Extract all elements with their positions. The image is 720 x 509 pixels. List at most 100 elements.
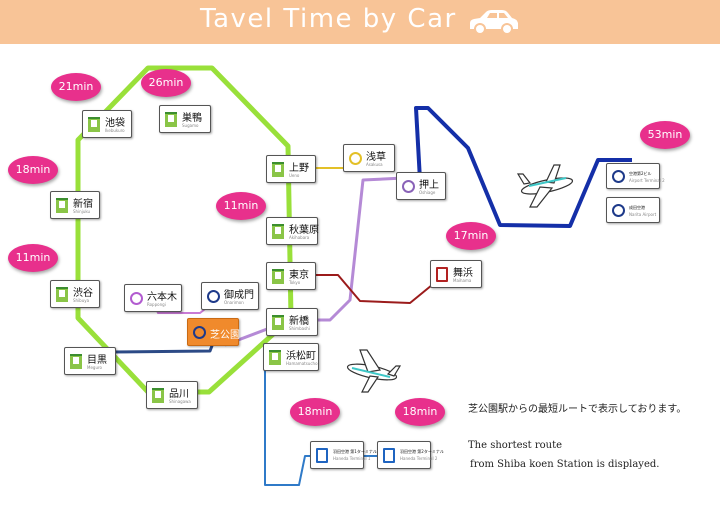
station-romaji: Akihabara (289, 235, 310, 240)
station-romaji: Narita Airport (629, 212, 657, 217)
station-name: 押上 (419, 180, 439, 191)
station-romaji: Oshiage (419, 190, 436, 195)
station-romaji: Meguro (87, 365, 102, 370)
station-icon (612, 204, 625, 217)
jr-station-icon (152, 388, 164, 403)
station-shinjuku[interactable]: 新宿 Shinjuku (50, 191, 100, 219)
station-roppongi[interactable]: 六本木 Roppongi (124, 284, 182, 312)
subway-station-icon (349, 152, 362, 165)
jr-station-icon (56, 287, 68, 302)
station-maihama[interactable]: 舞浜 Maihama (430, 260, 482, 288)
time-label: 21min (58, 80, 94, 93)
jr-station-icon (272, 224, 284, 239)
time-badge-maihama: 17min (446, 222, 496, 250)
station-romaji: Roppongi (147, 302, 166, 307)
station-romaji: Sugamo (182, 123, 199, 128)
station-romaji: Hamamatsucho (286, 361, 318, 366)
station-name: 成田空港 (629, 205, 645, 210)
time-badge-shinjuku: 18min (8, 156, 58, 184)
station-oshiage[interactable]: 押上 Oshiage (396, 172, 446, 200)
station-name: 秋葉原 (289, 225, 319, 236)
station-ikebukuro[interactable]: 池袋 Ikebukuro (82, 110, 132, 138)
jr-station-icon (272, 315, 284, 330)
station-meguro[interactable]: 目黒 Meguro (64, 347, 116, 375)
keiyo-line (295, 274, 444, 304)
station-romaji: Haneda Terminal 2 (400, 456, 438, 461)
station-name: 上野 (289, 163, 309, 174)
station-romaji: Ueno (289, 173, 300, 178)
jr-station-icon (70, 354, 82, 369)
station-onarimon[interactable]: 御成門 Onarimon (201, 282, 259, 310)
station-haneda-terminal1[interactable]: 羽田空港 第1ターミナル Haneda Terminal 1 (310, 441, 377, 469)
station-name: 渋谷 (73, 288, 93, 299)
station-name: 空港第2ビル (629, 171, 652, 176)
station-romaji: Shinjuku (73, 209, 91, 214)
time-label: 17min (453, 229, 489, 242)
station-romaji: Maihama (453, 278, 472, 283)
station-romaji: Asakusa (366, 162, 383, 167)
time-label: 11min (223, 199, 259, 212)
station-name: 新橋 (289, 316, 309, 327)
station-narita-airport[interactable]: 成田空港 Narita Airport (606, 197, 660, 223)
station-shibakoen[interactable]: 芝公園 (187, 318, 240, 346)
time-label: 18min (402, 405, 438, 418)
car-icon (470, 10, 518, 35)
station-asakusa[interactable]: 浅草 Asakusa (343, 144, 395, 172)
time-label: 26min (148, 76, 184, 89)
jr-station-icon (165, 112, 177, 127)
station-name: 池袋 (105, 118, 125, 129)
station-sugamo[interactable]: 巣鴨 Sugamo (159, 105, 211, 133)
subway-station-icon (402, 180, 415, 193)
station-romaji: Shibuya (73, 298, 90, 303)
narita-line (414, 106, 632, 228)
station-romaji: Shimbashi (289, 326, 310, 331)
time-badge-shibuya: 11min (8, 244, 58, 272)
station-name: 巣鴨 (182, 113, 202, 124)
jr-station-icon (269, 350, 281, 365)
station-hamamatsucho[interactable]: 浜松町 Hamamatsucho (263, 343, 319, 371)
station-name: 舞浜 (453, 268, 473, 279)
station-tokyo[interactable]: 東京 Tokyo (266, 262, 316, 290)
time-label: 11min (15, 251, 51, 264)
time-badge-sugamo: 26min (141, 69, 191, 97)
station-name: 芝公園 (210, 330, 240, 341)
jr-station-icon (88, 117, 100, 132)
time-badge-ikebukuro: 21min (51, 73, 101, 101)
station-shibuya[interactable]: 渋谷 Shibuya (50, 280, 100, 308)
station-akihabara[interactable]: 秋葉原 Akihabara (266, 217, 319, 245)
time-label: 18min (15, 163, 51, 176)
jr-station-icon (272, 162, 284, 177)
station-romaji: Onarimon (224, 300, 244, 305)
time-badge-haneda-terminal2: 18min (395, 398, 445, 426)
station-name: 品川 (169, 389, 189, 400)
station-name: 羽田空港 第2ターミナル (400, 449, 444, 454)
station-romaji: Tokyo (289, 280, 301, 285)
time-badge-haneda-terminal1: 18min (290, 398, 340, 426)
station-ueno[interactable]: 上野 Ueno (266, 155, 316, 183)
station-romaji: Shinagawa (169, 399, 191, 404)
subway-station-icon (207, 290, 220, 303)
station-name: 目黒 (87, 355, 107, 366)
subway-station-icon (130, 292, 143, 305)
page-title: Tavel Time by Car (200, 4, 457, 34)
time-label: 53min (647, 128, 683, 141)
station-haneda-terminal2[interactable]: 羽田空港 第2ターミナル Haneda Terminal 2 (377, 441, 444, 469)
station-shimbashi[interactable]: 新橋 Shimbashi (266, 308, 318, 336)
station-name: 浜松町 (286, 351, 316, 362)
station-icon (436, 267, 448, 282)
note-english-line1: The shortest route (468, 440, 563, 451)
station-name: 羽田空港 第1ターミナル (333, 449, 377, 454)
time-badge-akihabara: 11min (216, 192, 266, 220)
station-name: 新宿 (73, 199, 93, 210)
station-romaji: Haneda Terminal 1 (333, 456, 371, 461)
station-name: 六本木 (147, 292, 177, 303)
station-shinagawa[interactable]: 品川 Shinagawa (146, 381, 198, 409)
station-romaji: Airport Terminal 2 (629, 178, 665, 183)
station-name: 東京 (289, 270, 309, 281)
note-japanese: 芝公園駅からの最短ルートで表示しております。 (468, 404, 687, 415)
station-name: 浅草 (366, 152, 386, 163)
station-narita-terminal2[interactable]: 空港第2ビル Airport Terminal 2 (606, 163, 665, 189)
station-name: 御成門 (224, 290, 254, 301)
time-badge-narita: 53min (640, 121, 690, 149)
